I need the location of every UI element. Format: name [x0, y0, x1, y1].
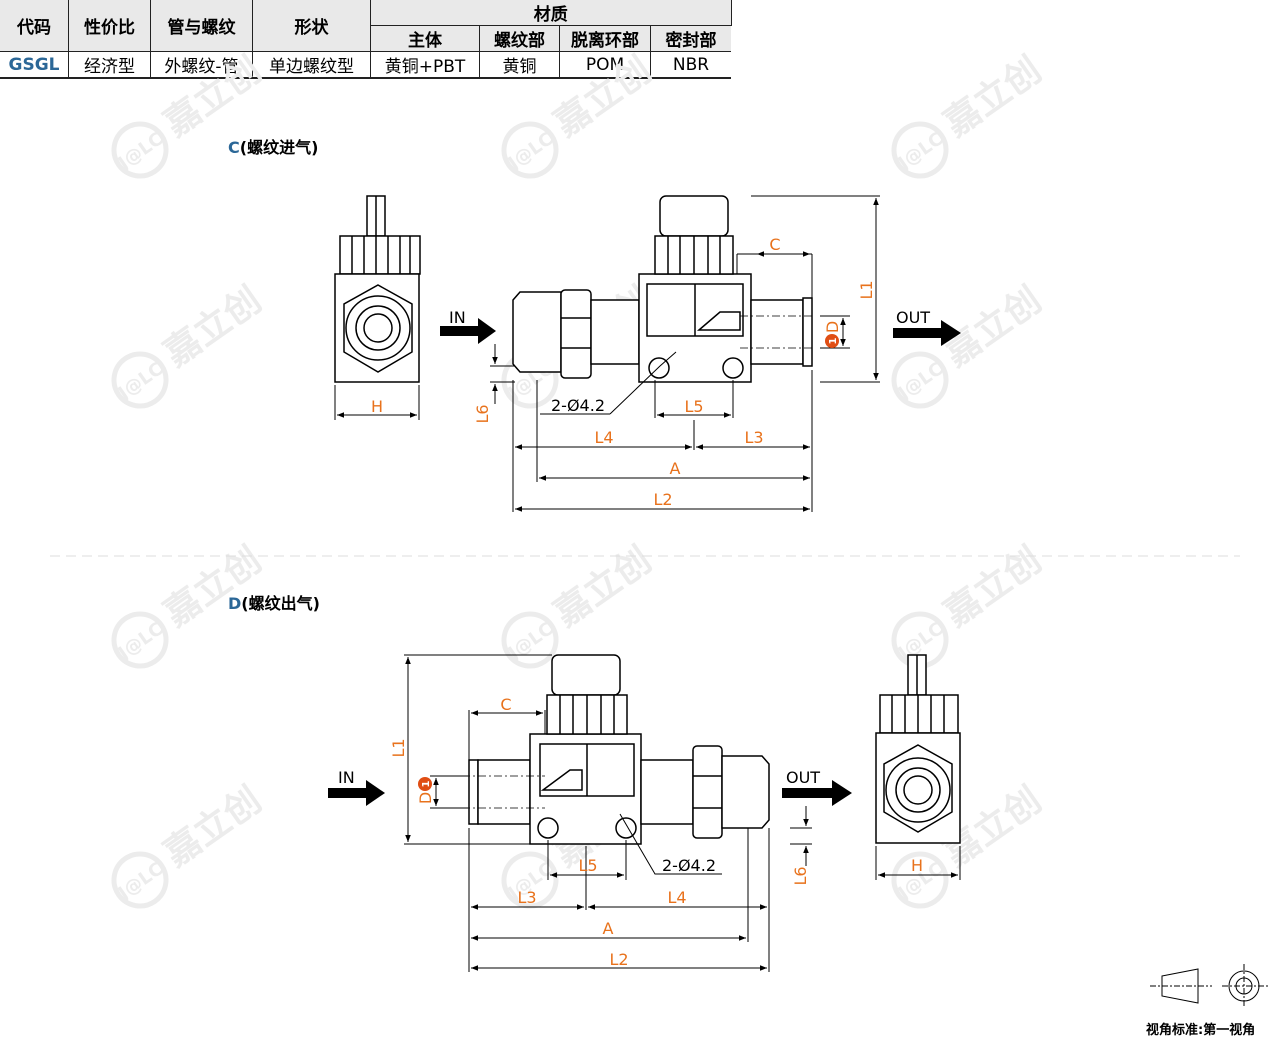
section-d-in-arrow: [328, 780, 385, 806]
header-body: 主体: [370, 25, 480, 52]
header-thread-part: 螺纹部: [479, 25, 560, 52]
section-c-in-arrow: [440, 318, 496, 344]
header-release-ring: 脱离环部: [559, 25, 651, 52]
section-d-in-label: IN: [338, 768, 355, 787]
header-seal: 密封部: [650, 25, 731, 52]
section-c-title: C(螺纹进气): [228, 134, 318, 158]
section-d-out-arrow: [782, 780, 852, 806]
cell-shape: 单边螺纹型: [252, 51, 371, 79]
section-c-l4-label: L4: [594, 428, 613, 447]
section-d-a-label: A: [603, 919, 614, 938]
section-d-out-label: OUT: [786, 768, 820, 787]
section-c-d-label: D: [823, 321, 842, 333]
section-d-l3-label: L3: [517, 888, 536, 907]
section-c-side-view: [334, 195, 421, 383]
spec-table: 代码 性价比 管与螺纹 形状 材质 主体 螺纹部 脱离环部 密封部 GSGL 经…: [0, 0, 732, 79]
section-d-h-dimension: [875, 846, 961, 880]
header-code: 代码: [0, 0, 69, 52]
section-c-front-view: [512, 195, 813, 383]
first-angle-projection-icon: [1150, 964, 1268, 1008]
section-c-marker-number: 1: [828, 337, 839, 344]
section-d-l6-label: L6: [791, 866, 810, 885]
header-pipe-thread: 管与螺纹: [150, 0, 253, 52]
section-d-hole-label: 2-Ø4.2: [662, 856, 716, 875]
section-d-title: D(螺纹出气): [228, 590, 320, 614]
header-material: 材质: [370, 0, 732, 26]
cell-thread-part: 黄铜: [479, 51, 560, 79]
section-c-out-label: OUT: [896, 308, 930, 327]
section-d-marker-icon: 1: [418, 777, 432, 791]
cell-code: GSGL: [0, 51, 69, 79]
section-d-c-label: C: [500, 695, 511, 714]
cell-cost: 经济型: [68, 51, 151, 79]
section-c-h-label: H: [371, 397, 383, 416]
section-d-l2-label: L2: [609, 950, 628, 969]
section-d-front-view: [468, 654, 770, 845]
cell-seal: NBR: [650, 51, 731, 79]
section-c-l2-label: L2: [653, 490, 672, 509]
section-d-centerlines: [462, 775, 545, 809]
header-shape: 形状: [252, 0, 371, 52]
header-cost: 性价比: [68, 0, 151, 52]
section-c-l5-label: L5: [684, 397, 703, 416]
section-d-dimensions: [404, 654, 812, 972]
view-standard-label: 视角标准:第一视角: [1146, 1022, 1255, 1038]
section-c-a-label: A: [670, 459, 681, 478]
section-d-l1-label: L1: [389, 738, 408, 757]
section-d-side-view: [875, 654, 961, 844]
section-c-l1-label: L1: [857, 280, 876, 299]
section-c-dimensions: [490, 195, 880, 512]
section-c-label: (螺纹进气): [239, 138, 319, 157]
section-c-c-label: C: [769, 235, 780, 254]
section-c-h-dimension: [334, 385, 420, 420]
section-d-label: (螺纹出气): [241, 594, 320, 613]
cell-body: 黄铜+PBT: [370, 51, 480, 79]
section-d-h-label: H: [911, 856, 923, 875]
section-c-hole-label: 2-Ø4.2: [551, 396, 605, 415]
section-c-in-label: IN: [449, 308, 466, 327]
section-c-code: C: [228, 138, 240, 157]
section-c-l6-label: L6: [473, 404, 492, 423]
section-d-l4-label: L4: [667, 888, 686, 907]
section-c-marker-icon: 1: [825, 334, 839, 348]
section-d-d-label: D: [416, 792, 435, 804]
section-c-centerlines: [740, 315, 815, 349]
section-d-marker-number: 1: [421, 780, 432, 787]
section-c-l3-label: L3: [744, 428, 763, 447]
section-d-l5-label: L5: [578, 856, 597, 875]
section-c-out-arrow: [893, 320, 961, 346]
